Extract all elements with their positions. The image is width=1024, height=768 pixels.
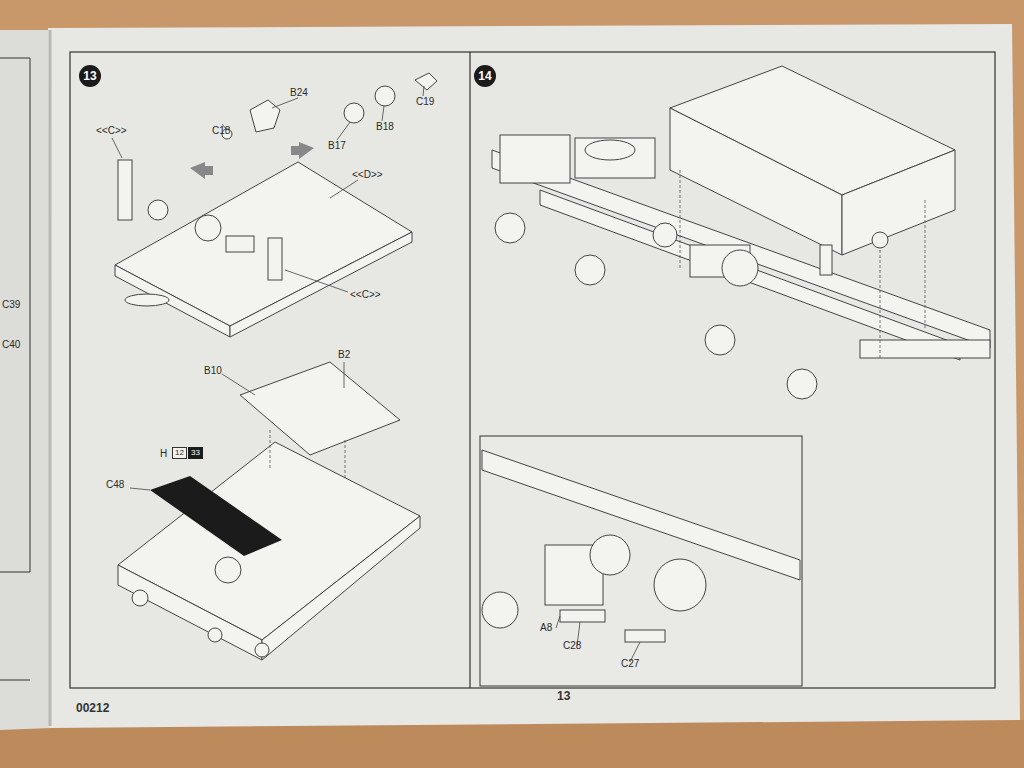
part-label: C28 bbox=[563, 641, 581, 651]
part-label: C40 bbox=[2, 340, 20, 350]
part-label: 12 bbox=[172, 447, 187, 459]
part-label: B18 bbox=[376, 122, 394, 132]
part-label: <<C>> bbox=[96, 126, 127, 136]
part-label: A8 bbox=[540, 623, 552, 633]
step-number: 13 bbox=[79, 65, 101, 87]
part-label: 33 bbox=[188, 447, 203, 459]
part-label: C27 bbox=[621, 659, 639, 669]
part-label: B24 bbox=[290, 88, 308, 98]
part-label: B17 bbox=[328, 141, 346, 151]
part-label: C39 bbox=[2, 300, 20, 310]
step-number-text: 13 bbox=[83, 70, 96, 82]
part-label: H bbox=[160, 449, 167, 459]
part-label: <<C>> bbox=[350, 290, 381, 300]
part-label: B2 bbox=[338, 350, 350, 360]
step-number: 14 bbox=[474, 65, 496, 87]
part-label: B10 bbox=[204, 366, 222, 376]
part-label: C18 bbox=[212, 126, 230, 136]
part-label: C48 bbox=[106, 480, 124, 490]
part-label: 13 bbox=[557, 690, 570, 702]
part-label: C19 bbox=[416, 97, 434, 107]
step-number-text: 14 bbox=[478, 70, 491, 82]
part-label: <<D>> bbox=[352, 170, 383, 180]
part-label: 00212 bbox=[76, 702, 109, 714]
